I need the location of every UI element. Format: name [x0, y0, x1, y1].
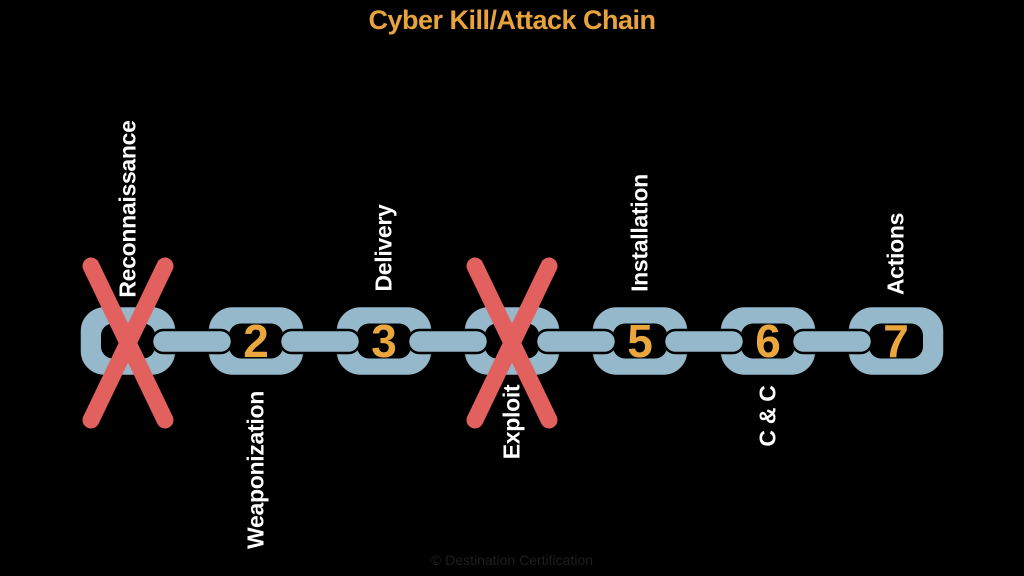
link-label-actions: Actions	[882, 212, 909, 296]
link-number-1	[98, 315, 158, 367]
link-number-7: 7	[883, 315, 909, 367]
chain-link-7	[846, 304, 946, 378]
link-number-3: 3	[371, 315, 397, 367]
link-label-installation: Installation	[626, 174, 653, 292]
chain-connector	[406, 328, 490, 355]
chain-link-3	[334, 304, 434, 378]
chain-connector	[150, 328, 234, 355]
link-label-exploit: Exploit	[498, 384, 525, 460]
red-cross-mark-exploit	[466, 257, 558, 429]
page-title: Cyber Kill/Attack Chain	[368, 5, 656, 35]
chain-link-5	[590, 304, 690, 378]
red-cross-mark-reconnaissance	[82, 257, 174, 429]
link-number-5: 5	[627, 315, 653, 367]
chain-connector	[790, 328, 874, 355]
link-label-reconnaissance: Reconnaissance	[114, 120, 141, 298]
link-label-delivery: Delivery	[370, 204, 397, 292]
link-label-c-and-c: C & C	[754, 385, 781, 447]
chain-connector	[534, 328, 618, 355]
link-label-weaponization: Weaponization	[242, 391, 269, 549]
link-number-6: 6	[755, 315, 781, 367]
chain-connector	[662, 328, 746, 355]
chain-connector	[278, 328, 362, 355]
link-number-4	[482, 315, 542, 367]
chain-link-2	[206, 304, 306, 378]
footer-watermark: © Destination Certification	[430, 552, 594, 568]
chain-link-6	[718, 304, 818, 378]
link-number-2: 2	[243, 315, 269, 367]
